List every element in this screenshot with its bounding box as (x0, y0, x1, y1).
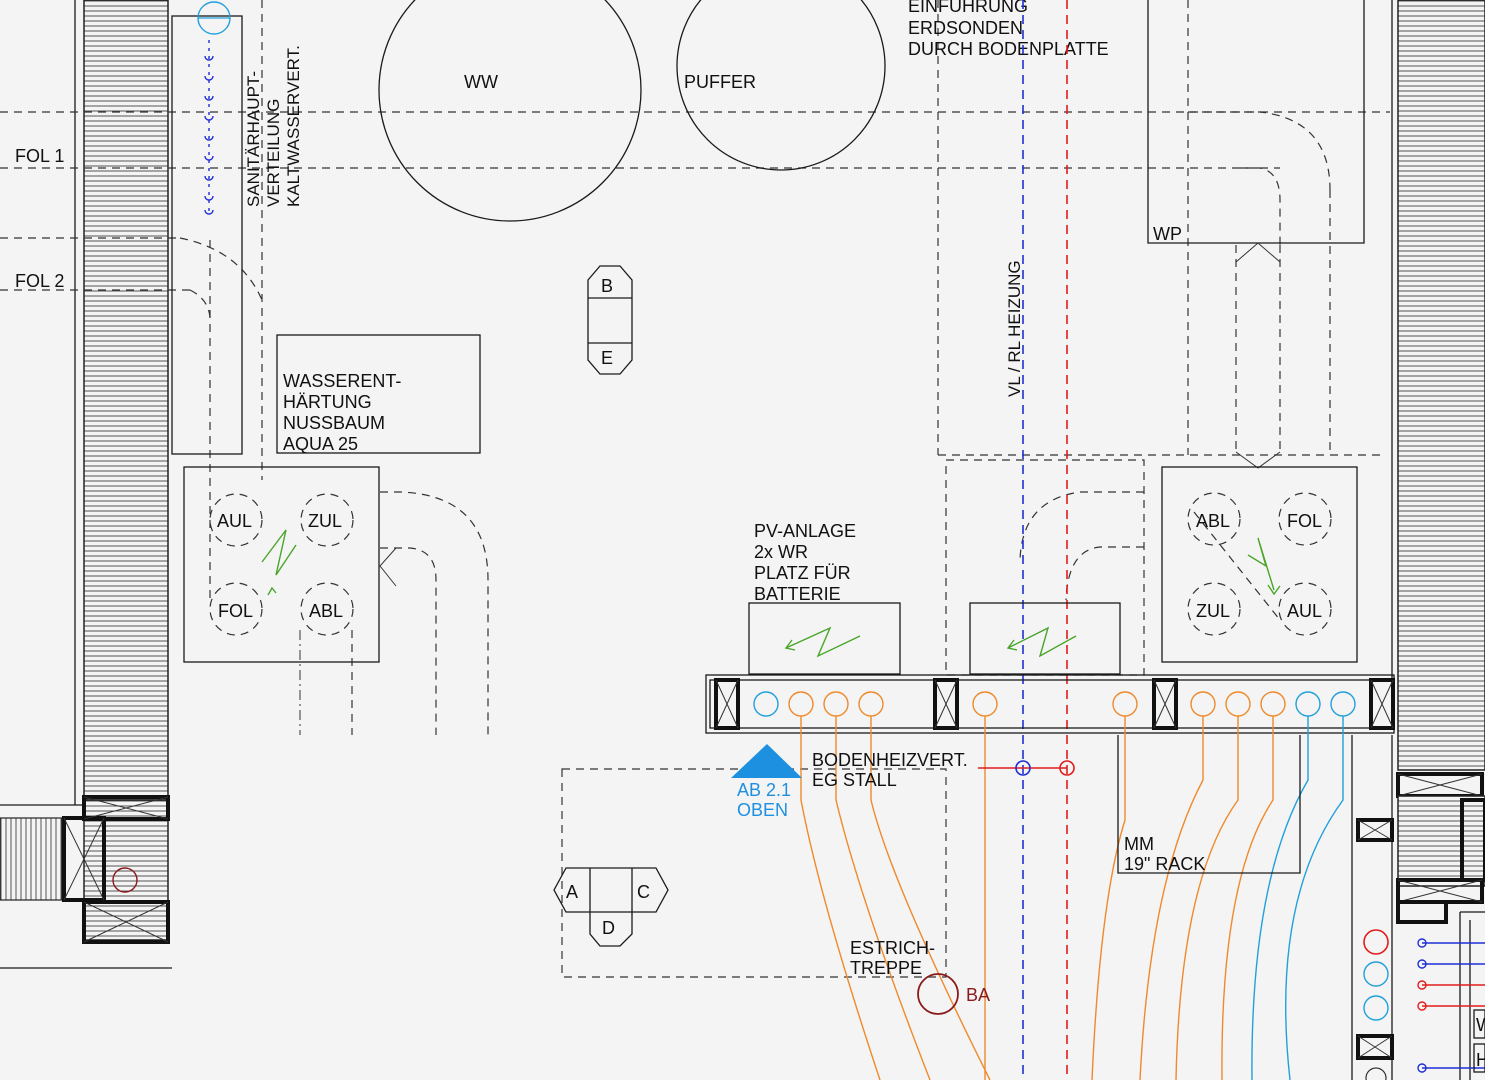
wasserent-line-3: NUSSBAUM (283, 413, 385, 433)
edge-label-w: W (1476, 1015, 1485, 1035)
section-marker-acd: A C D (553, 867, 669, 947)
heat-pump-wp: WP (1147, 0, 1365, 469)
label-heizung: VL / RL HEIZUNG (1005, 260, 1024, 397)
sanitaer-line-3: KALTWASSERVERT. (284, 45, 303, 207)
sanitaer-line-1: SANITÄRHAUPT- (244, 71, 263, 207)
einfuehrung-line-3: DURCH BODENPLATTE (908, 39, 1109, 59)
label-ba: BA (966, 985, 990, 1005)
boden-line-1: BODENHEIZVERT. (812, 750, 968, 770)
wasserent-line-2: HÄRTUNG (283, 392, 372, 412)
edge-label-h: H (1476, 1050, 1485, 1070)
ventilation-unit-right: ABL FOL ZUL AUL (1161, 466, 1358, 663)
network-rack: MM 19" RACK (1117, 735, 1301, 874)
section-arrow-ab21: AB 2.1 OBEN (731, 744, 802, 820)
einfuehrung-line-1: EINFÜHRUNG (908, 0, 1028, 16)
label-d: D (602, 918, 615, 938)
tank-puffer: PUFFER (676, 0, 886, 171)
label-fol1: FOL 1 (15, 146, 64, 166)
label-c: C (637, 882, 650, 902)
label-wp: WP (1153, 224, 1182, 244)
water-softener: WASSERENT- HÄRTUNG NUSSBAUM AQUA 25 (276, 334, 481, 454)
right-wall: W H (1351, 0, 1485, 1080)
label-fol2: FOL 2 (15, 271, 64, 291)
estrich-line-1: ESTRICH- (850, 938, 935, 958)
vent-left-abl: ABL (309, 601, 343, 621)
ab-line-2: OBEN (737, 800, 788, 820)
einfuehrung-line-2: ERDSONDEN (908, 18, 1023, 38)
label-a: A (566, 882, 578, 902)
mm-line-2: 19" RACK (1124, 854, 1205, 874)
pv-inverter-area: PV-ANLAGE 2x WR PLATZ FÜR BATTERIE (748, 521, 1121, 675)
vent-left-aul: AUL (217, 511, 252, 531)
vent-right-fol: FOL (1287, 511, 1322, 531)
ventilation-unit-left: AUL ZUL FOL ABL (183, 466, 397, 663)
vent-left-zul: ZUL (308, 511, 342, 531)
drain-marker-left (112, 867, 138, 893)
tank-ww: WW (378, 0, 642, 222)
pv-line-3: PLATZ FÜR (754, 563, 851, 583)
sanitaer-line-2: VERTEILUNG (264, 99, 283, 207)
sanitary-distribution: SANITÄRHAUPT- VERTEILUNG KALTWASSERVERT. (171, 1, 303, 455)
mm-line-1: MM (1124, 834, 1154, 854)
estrich-line-2: TREPPE (850, 958, 922, 978)
label-ww: WW (464, 72, 498, 92)
label-e: E (601, 348, 613, 368)
vent-right-aul: AUL (1287, 601, 1322, 621)
label-b: B (601, 276, 613, 296)
section-marker-be: B E (587, 265, 633, 375)
drain-ba: BA (917, 973, 990, 1015)
vent-right-zul: ZUL (1196, 601, 1230, 621)
wasserent-line-1: WASSERENT- (283, 371, 401, 391)
label-puffer: PUFFER (684, 72, 756, 92)
pv-line-1: PV-ANLAGE (754, 521, 856, 541)
distribution-bar (705, 674, 1395, 734)
dashed-guides (0, 0, 1390, 978)
floor-heating-pipes (800, 716, 1344, 1080)
ab-line-1: AB 2.1 (737, 780, 791, 800)
boden-line-2: EG STALL (812, 770, 897, 790)
vent-left-fol: FOL (218, 601, 253, 621)
vent-right-abl: ABL (1196, 511, 1230, 531)
pv-line-2: 2x WR (754, 542, 808, 562)
wasserent-line-4: AQUA 25 (283, 434, 358, 454)
pv-line-4: BATTERIE (754, 584, 841, 604)
left-wall (0, 0, 172, 969)
